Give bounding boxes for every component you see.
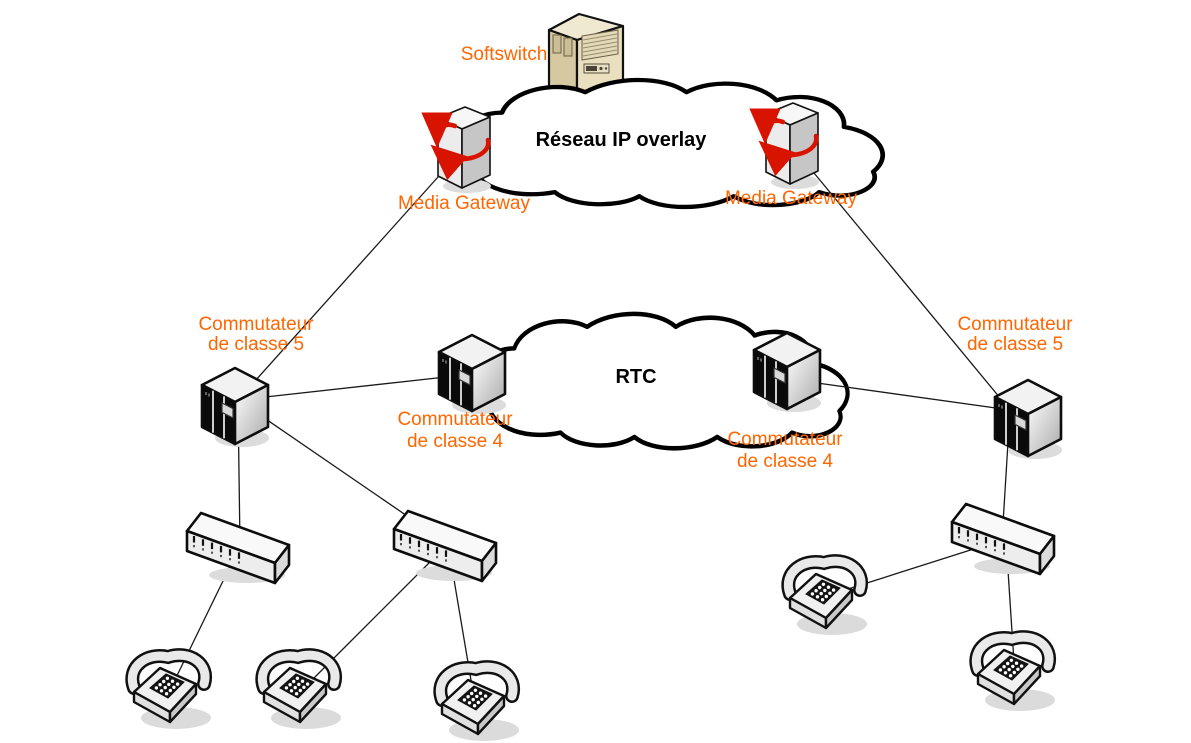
- class4-left-label-line1: Commutateur: [397, 409, 513, 430]
- link-class5-left-to-class4-left: [237, 375, 456, 401]
- class4-switch-left: [437, 333, 508, 416]
- media-gateway-right-label: Media Gateway: [725, 188, 858, 209]
- class5-switch-right: [993, 378, 1064, 461]
- class5-right-label-line2: de classe 5: [967, 334, 1063, 355]
- ip-cloud-label: Réseau IP overlay: [536, 129, 708, 151]
- link-class5-right-to-class4-right: [809, 381, 1011, 411]
- phone-right-1: [788, 561, 867, 635]
- rtc-cloud-label: RTC: [615, 366, 656, 388]
- phone-left-3: [440, 667, 519, 741]
- link-mediagateway-left-to-class5-left: [237, 147, 465, 401]
- softswitch-label: Softswitch: [461, 44, 548, 65]
- class4-right-label-line2: de classe 4: [737, 451, 834, 472]
- class5-left-label-line1: Commutateur: [198, 314, 314, 335]
- phone-right-2: [976, 637, 1055, 711]
- phone-left-2: [262, 655, 341, 729]
- media-gateway-left-label: Media Gateway: [398, 193, 531, 214]
- class5-left-label-line2: de classe 5: [208, 334, 304, 355]
- class4-right-label-line1: Commutateur: [727, 429, 843, 450]
- class4-left-label-line2: de classe 4: [407, 431, 504, 452]
- class5-switch-left: [200, 366, 271, 449]
- link-mediagateway-right-to-class5-right: [794, 149, 1011, 411]
- multiplexer-left-2: [392, 509, 498, 583]
- class5-right-label-line1: Commutateur: [957, 314, 1073, 335]
- phone-left-1: [132, 655, 211, 729]
- multiplexer-left-1: [185, 511, 291, 585]
